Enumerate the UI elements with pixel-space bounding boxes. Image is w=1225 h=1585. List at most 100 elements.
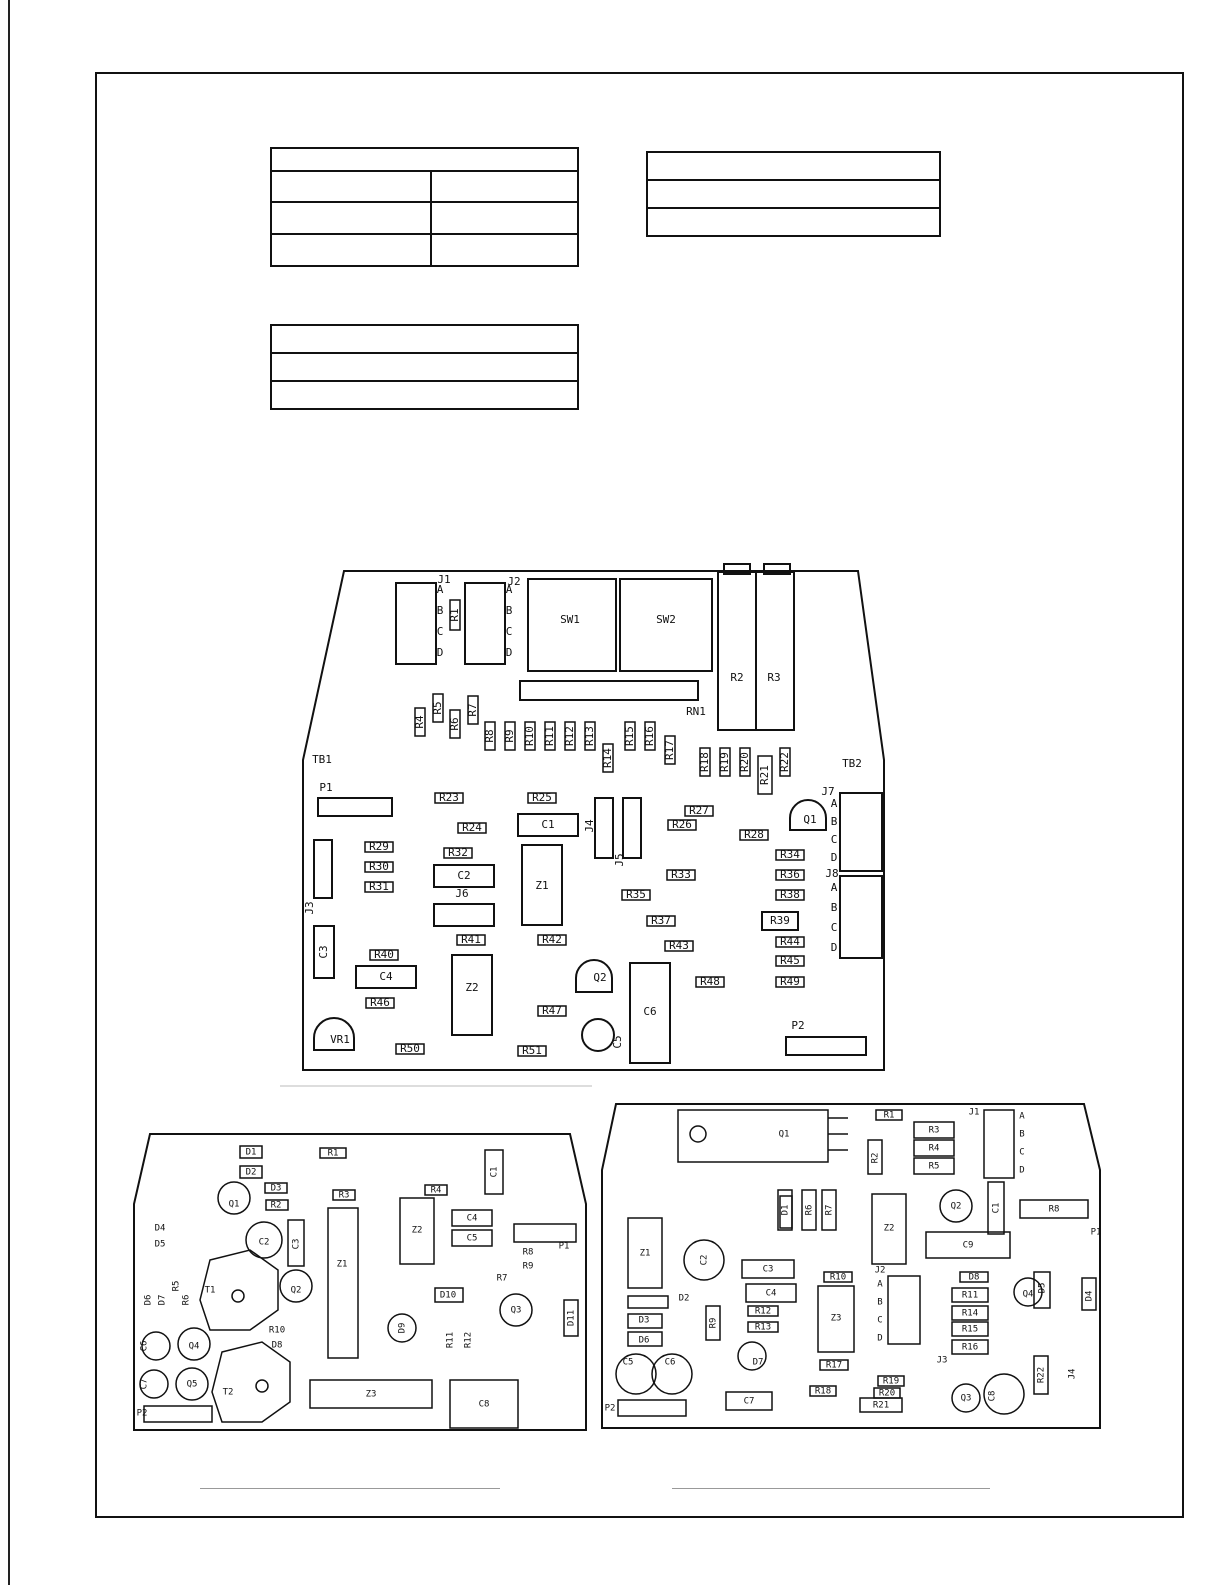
component-label: R50: [400, 1042, 420, 1055]
component-label: B: [831, 901, 838, 914]
component-label: C2: [457, 869, 470, 882]
component-label: D: [1019, 1166, 1024, 1176]
table-top-right: [646, 151, 941, 237]
component-label: R38: [780, 888, 800, 901]
component-label: R32: [448, 846, 468, 859]
component-label: SW1: [560, 613, 580, 626]
component-label: C7: [744, 1397, 755, 1407]
component-label: TB2: [842, 757, 862, 770]
component-label: P1: [319, 781, 332, 794]
component-label: R18: [815, 1387, 831, 1397]
component-label: J8: [825, 867, 838, 880]
component-label: R12: [563, 726, 576, 746]
component-label: Z3: [366, 1390, 377, 1400]
component-label: Q4: [1023, 1290, 1034, 1300]
component-label: D: [506, 646, 513, 659]
component-label: R27: [689, 804, 709, 817]
component-label: D6: [144, 1295, 154, 1306]
main-board-outline: [302, 570, 885, 1071]
component-label: D7: [753, 1358, 764, 1368]
component-label: B: [437, 604, 444, 617]
component-label: B: [1019, 1130, 1024, 1140]
component-label: D5: [155, 1240, 166, 1250]
component-label: TB1: [312, 753, 332, 766]
component-label: Z3: [831, 1314, 842, 1324]
component-label: D4: [1085, 1291, 1095, 1302]
component-label: C3: [292, 1239, 302, 1250]
component-label: P2: [605, 1404, 616, 1414]
component-label: VR1: [330, 1033, 350, 1046]
page-left-rule: [8, 0, 10, 1585]
component-label: R44: [780, 935, 800, 948]
caption-line-3: [672, 1488, 990, 1489]
component-label: D10: [440, 1291, 456, 1301]
component-label: Z1: [337, 1260, 348, 1270]
component-label: R6: [805, 1205, 815, 1216]
table-middle-left: [270, 324, 579, 410]
component-label: R51: [522, 1044, 542, 1057]
component-label: R36: [780, 868, 800, 881]
component-label: C1: [992, 1203, 1002, 1214]
component-label: P1: [1091, 1228, 1102, 1238]
component-label: C: [437, 625, 444, 638]
component-label: D: [831, 941, 838, 954]
component-label: R7: [497, 1274, 508, 1284]
component-label: J7: [821, 785, 834, 798]
component-label: R7: [825, 1205, 835, 1216]
component-label: R10: [269, 1326, 285, 1336]
component-label: R23: [439, 791, 459, 804]
component-label: R5: [172, 1281, 182, 1292]
page-frame: [95, 72, 1184, 1518]
component-label: R10: [830, 1273, 846, 1283]
component-label: R40: [374, 948, 394, 961]
component-label: R26: [672, 818, 692, 831]
component-label: R45: [780, 954, 800, 967]
component-label: D2: [679, 1294, 690, 1304]
component-label: D8: [272, 1341, 283, 1351]
component-label: R33: [671, 868, 691, 881]
component-label: Q1: [229, 1200, 240, 1210]
component-label: R14: [601, 748, 614, 768]
component-label: R18: [698, 752, 711, 772]
component-label: C: [831, 921, 838, 934]
component-label: B: [877, 1298, 882, 1308]
component-label: R1: [328, 1149, 339, 1159]
component-label: R24: [462, 821, 482, 834]
component-label: R16: [962, 1343, 978, 1353]
component-label: R15: [623, 726, 636, 746]
component-label: A: [877, 1280, 883, 1290]
component-label: R35: [626, 888, 646, 901]
component-label: D1: [246, 1148, 257, 1158]
component-label: R10: [523, 726, 536, 746]
component-label: Z1: [535, 879, 548, 892]
component-label: Q2: [593, 971, 606, 984]
component-label: J4: [1068, 1369, 1078, 1380]
component-label: Q4: [189, 1342, 200, 1352]
component-label: D3: [271, 1184, 282, 1194]
component-label: R20: [738, 752, 751, 772]
component-label: R1: [448, 608, 461, 621]
component-label: C1: [490, 1167, 500, 1178]
component-label: C2: [700, 1255, 710, 1266]
component-label: D8: [969, 1273, 980, 1283]
component-label: R3: [929, 1126, 940, 1136]
component-label: C2: [259, 1238, 270, 1248]
component-label: R9: [709, 1318, 719, 1329]
component-label: C6: [665, 1358, 676, 1368]
component-label: Z2: [465, 981, 478, 994]
component-label: R12: [464, 1332, 474, 1348]
component-label: Z1: [640, 1249, 651, 1259]
component-label: J1: [969, 1108, 980, 1118]
component-label: R8: [523, 1248, 534, 1258]
component-label: Z2: [884, 1224, 895, 1234]
component-label: A: [831, 797, 838, 810]
component-label: C5: [623, 1358, 634, 1368]
component-label: R2: [271, 1201, 282, 1211]
component-label: D1: [781, 1205, 791, 1216]
component-label: R9: [503, 729, 516, 742]
component-label: T2: [223, 1388, 234, 1398]
component-label: R21: [873, 1401, 889, 1411]
component-label: R17: [663, 740, 676, 760]
component-label: D: [877, 1334, 882, 1344]
